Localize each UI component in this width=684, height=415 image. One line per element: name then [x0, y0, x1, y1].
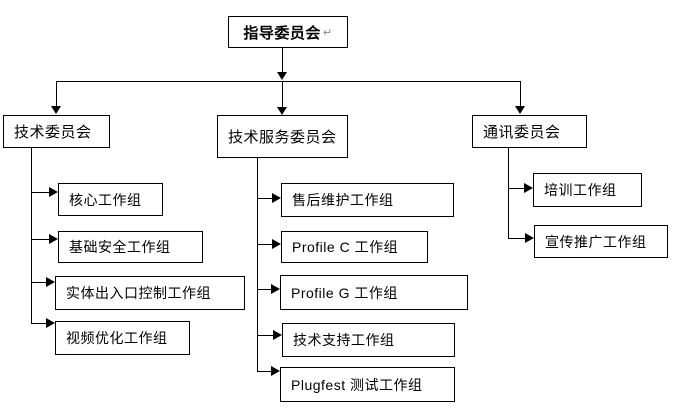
connector-line — [257, 289, 271, 290]
node-steering-committee: 指导委员会↵ — [228, 16, 348, 48]
node-label: 基础安全工作组 — [69, 239, 171, 255]
arrow-right-icon — [525, 233, 534, 243]
arrow-right-icon — [49, 234, 58, 244]
node-label: 核心工作组 — [69, 191, 142, 208]
connector-line — [31, 282, 46, 283]
connector-line — [508, 238, 525, 239]
connector-line — [31, 148, 32, 324]
node-label: 技术支持工作组 — [293, 332, 395, 348]
node-label: 实体出入口控制工作组 — [66, 285, 211, 301]
arrow-right-icon — [49, 187, 58, 197]
node-profile-g-working-group: Profile G 工作组 — [280, 275, 468, 310]
node-technical-service-committee: 技术服务委员会 — [217, 115, 348, 158]
arrow-right-icon — [46, 318, 55, 328]
arrow-down-icon — [277, 72, 287, 80]
node-label: 售后维护工作组 — [292, 192, 394, 208]
arrow-right-icon — [271, 284, 280, 294]
connector-line — [31, 323, 46, 324]
node-label: 通讯委员会 — [483, 124, 561, 141]
node-label: Profile C 工作组 — [292, 239, 399, 255]
connector-line — [282, 48, 283, 73]
connector-line — [31, 239, 49, 240]
connector-line — [508, 188, 524, 189]
node-technical-committee: 技术委员会 — [3, 115, 110, 148]
node-label: 视频优化工作组 — [66, 330, 168, 346]
connector-line — [282, 81, 283, 108]
arrow-down-icon — [277, 107, 287, 115]
connector-line — [257, 371, 271, 372]
node-label: 技术服务委员会 — [228, 129, 337, 146]
node-label: Plugfest 测试工作组 — [291, 376, 423, 393]
connector-line — [56, 81, 57, 107]
arrow-down-icon — [51, 106, 61, 114]
node-communications-committee: 通讯委员会 — [472, 115, 587, 148]
arrow-right-icon — [272, 193, 281, 203]
connector-line — [257, 158, 258, 371]
arrow-right-icon — [524, 183, 533, 193]
node-physical-access-control-working-group: 实体出入口控制工作组 — [55, 276, 245, 310]
arrow-right-icon — [46, 277, 55, 287]
node-technical-support-working-group: 技术支持工作组 — [282, 323, 455, 357]
node-training-working-group: 培训工作组 — [533, 173, 642, 207]
connector-line — [520, 81, 521, 107]
node-label: 技术委员会 — [14, 124, 92, 141]
connector-line — [508, 148, 509, 239]
node-label: 指导委员会 — [243, 24, 321, 42]
node-after-sales-maintenance-working-group: 售后维护工作组 — [281, 183, 454, 217]
connector-line — [31, 192, 49, 193]
node-basic-security-working-group: 基础安全工作组 — [58, 231, 203, 263]
node-label: Profile G 工作组 — [291, 284, 398, 301]
paragraph-mark: ↵ — [322, 26, 333, 39]
node-label: 宣传推广工作组 — [545, 233, 647, 250]
node-video-optimization-working-group: 视频优化工作组 — [55, 321, 190, 355]
node-label: 培训工作组 — [544, 182, 617, 198]
connector-line — [257, 244, 272, 245]
node-core-working-group: 核心工作组 — [58, 183, 163, 216]
arrow-right-icon — [272, 239, 281, 249]
node-profile-c-working-group: Profile C 工作组 — [281, 231, 428, 263]
arrow-right-icon — [273, 330, 282, 340]
arrow-right-icon — [271, 366, 280, 376]
connector-line — [56, 81, 520, 82]
node-publicity-promotion-working-group: 宣传推广工作组 — [534, 225, 668, 258]
connector-line — [257, 198, 272, 199]
node-plugfest-testing-working-group: Plugfest 测试工作组 — [280, 367, 455, 402]
connector-line — [257, 335, 273, 336]
arrow-down-icon — [515, 106, 525, 114]
